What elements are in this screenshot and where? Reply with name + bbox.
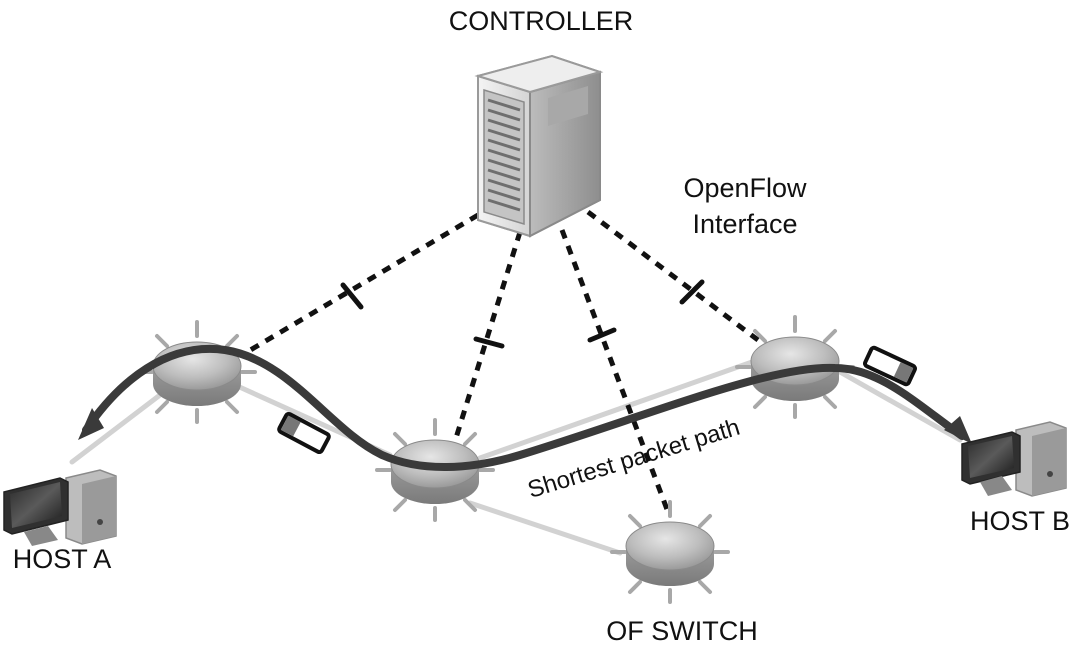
server-icon xyxy=(474,54,604,238)
link-switch2-switch3 xyxy=(477,359,755,461)
openflow-interface-label-line1: OpenFlow xyxy=(683,173,807,203)
switch-icon xyxy=(137,320,257,424)
desktop-computer-icon xyxy=(961,421,1067,497)
switch-icon xyxy=(375,418,495,522)
control-link-switch2 xyxy=(453,231,523,439)
controller-label: CONTROLLER xyxy=(449,6,634,36)
packet-left xyxy=(277,411,331,455)
host-b-computer xyxy=(961,421,1067,497)
tick-mark xyxy=(679,279,705,305)
host-a-computer xyxy=(3,469,117,546)
control-link-switch1 xyxy=(240,212,480,358)
host-b-label: HOST B xyxy=(970,506,1070,536)
of-switch-4 xyxy=(610,500,730,604)
link-switch2-switch4 xyxy=(467,500,623,556)
link-tick-marks xyxy=(340,279,705,349)
link-switch3-hostb xyxy=(837,369,963,443)
link-hosta-switch1 xyxy=(69,392,163,465)
of-switch-label: OF SWITCH xyxy=(606,616,757,646)
of-switch-1 xyxy=(137,320,257,424)
desktop-computer-icon xyxy=(3,469,117,546)
host-a-label: HOST A xyxy=(13,544,112,574)
tick-mark xyxy=(340,282,364,310)
packet-icon xyxy=(277,411,331,455)
openflow-control-links xyxy=(240,210,760,513)
shortest-packet-path xyxy=(82,344,966,471)
openflow-interface-label-line2: Interface xyxy=(692,209,797,239)
of-switch-2 xyxy=(375,418,495,522)
control-link-switch3 xyxy=(586,210,760,342)
controller-server xyxy=(474,54,604,238)
tick-mark xyxy=(473,336,505,349)
packet-right xyxy=(863,345,917,387)
tick-mark xyxy=(587,327,617,343)
path-arrowhead-host-b xyxy=(944,416,972,444)
packet-icon xyxy=(863,345,917,387)
path-arrowhead-host-a xyxy=(78,408,104,440)
switch-icon xyxy=(610,500,730,604)
